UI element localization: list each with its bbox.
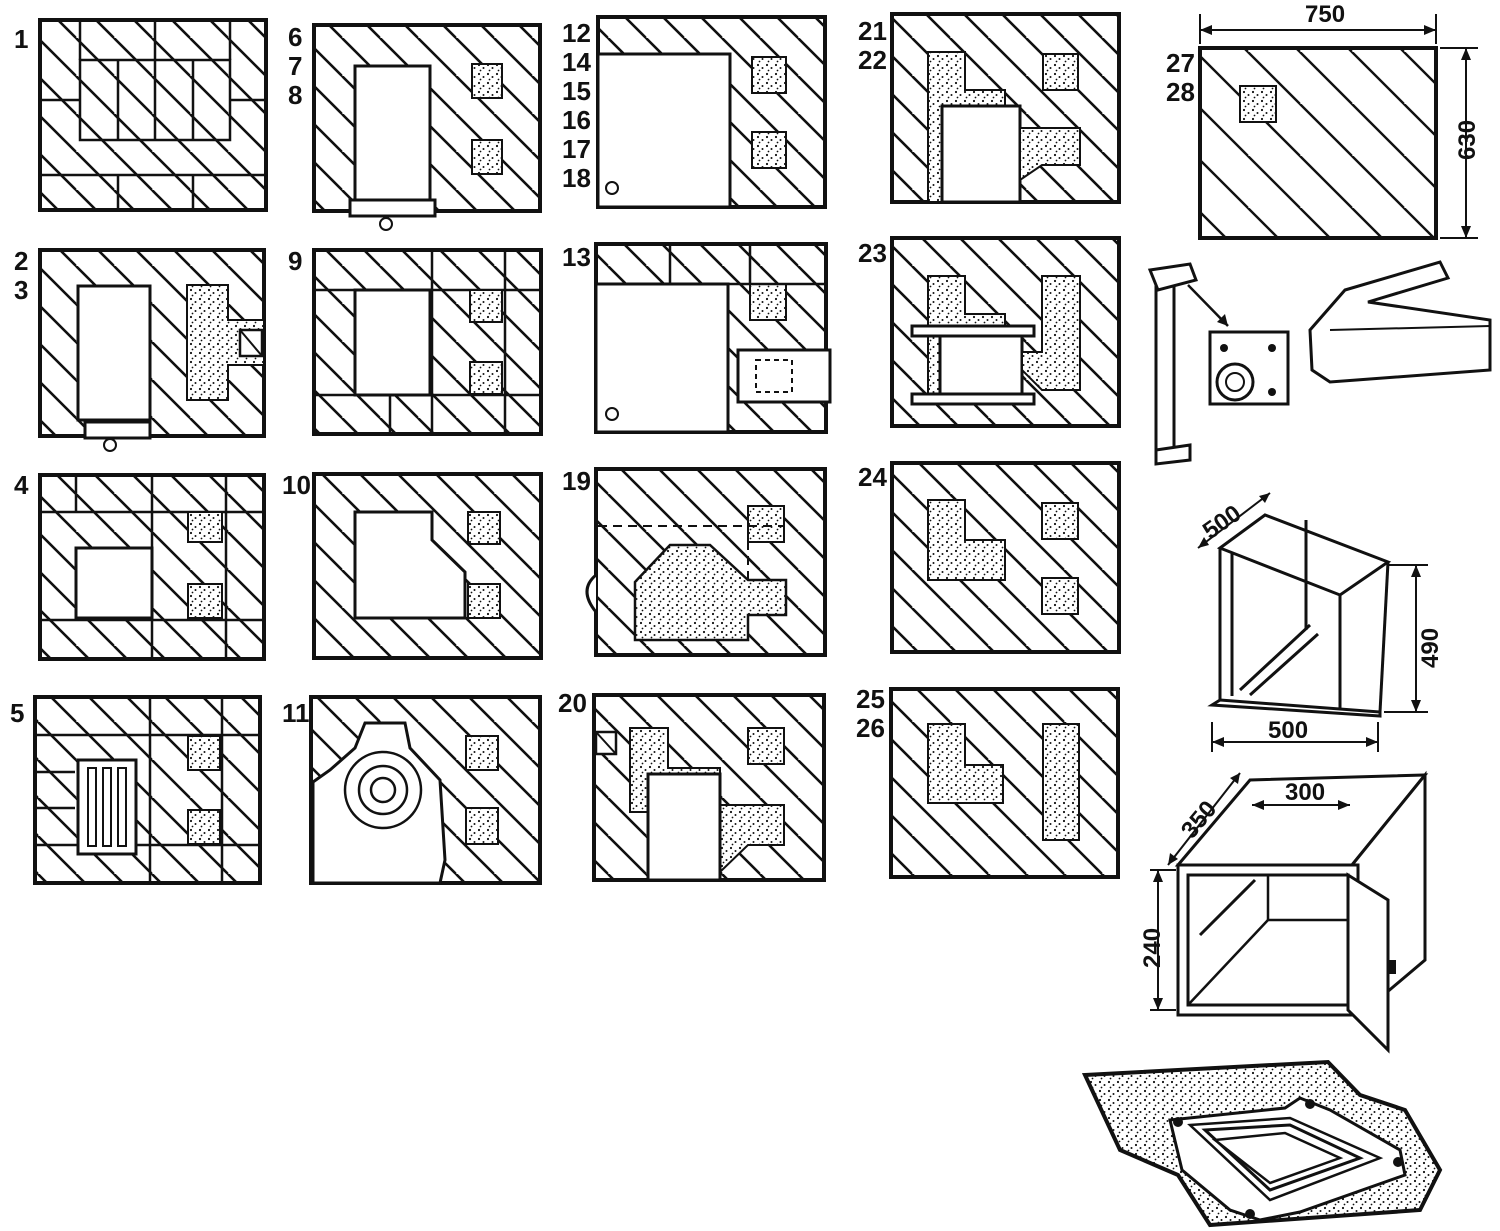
dim-oven-width: 300 — [1285, 779, 1325, 806]
course-2-3 — [38, 248, 266, 452]
course-number-label: 26 — [856, 713, 885, 743]
course-number-label: 2 — [14, 246, 28, 276]
course-23 — [890, 236, 1121, 428]
course-number-label: 6 — [288, 22, 302, 52]
dim-frame-height: 490 — [1417, 628, 1444, 668]
course-13 — [594, 242, 832, 434]
course-number-label: 24 — [858, 462, 887, 492]
course-10 — [312, 472, 543, 660]
course-number-label: 22 — [858, 45, 887, 75]
course-number-label: 16 — [562, 105, 591, 135]
course-24 — [890, 461, 1121, 654]
course-11 — [309, 695, 542, 885]
oven-box-sketch — [1150, 770, 1429, 1054]
course-number-label: 28 — [1166, 77, 1195, 107]
course-number-label: 4 — [14, 470, 29, 500]
course-20 — [592, 693, 826, 882]
course-number-label: 15 — [562, 76, 591, 106]
course-number-label: 7 — [288, 51, 302, 81]
course-number-label: 21 — [858, 16, 887, 46]
course-number-label: 17 — [562, 134, 591, 164]
course-19 — [585, 467, 827, 657]
course-number-label: 10 — [282, 470, 311, 500]
course-21-22 — [890, 12, 1121, 204]
cleanout-plate-sketch — [1081, 1059, 1443, 1228]
course-number-label: 19 — [562, 466, 591, 496]
course-number-label: 13 — [562, 242, 591, 272]
dim-plan-width: 750 — [1305, 1, 1345, 28]
course-number-label: 1 — [14, 24, 28, 54]
course-number-label: 27 — [1166, 48, 1195, 78]
course-number-label: 25 — [856, 684, 885, 714]
dim-plan-height: 630 — [1454, 120, 1481, 160]
course-number-label: 9 — [288, 246, 302, 276]
course-1 — [38, 18, 268, 212]
course-number-label: 5 — [10, 698, 24, 728]
course-number-label: 18 — [562, 163, 591, 193]
course-number-label: 20 — [558, 688, 587, 718]
course-number-label: 12 — [562, 18, 591, 48]
course-number-label: 3 — [14, 275, 28, 305]
course-number-label: 11 — [282, 698, 310, 728]
course-5 — [33, 695, 262, 885]
course-27-28-plan — [1198, 14, 1478, 240]
stove-fittings-sketch — [1147, 260, 1492, 466]
course-number-label: 23 — [858, 238, 887, 268]
course-4 — [38, 473, 266, 661]
course-12-18 — [596, 15, 827, 209]
course-6-8 — [312, 23, 542, 231]
dim-frame-depth: 500 — [1198, 500, 1246, 545]
dim-frame-width: 500 — [1268, 717, 1308, 744]
stove-frame-sketch — [1197, 492, 1428, 752]
dim-oven-height: 240 — [1139, 928, 1166, 968]
course-number-label: 8 — [288, 80, 302, 110]
course-9 — [312, 248, 543, 436]
course-number-label: 14 — [562, 47, 591, 77]
course-25-26 — [889, 687, 1120, 879]
